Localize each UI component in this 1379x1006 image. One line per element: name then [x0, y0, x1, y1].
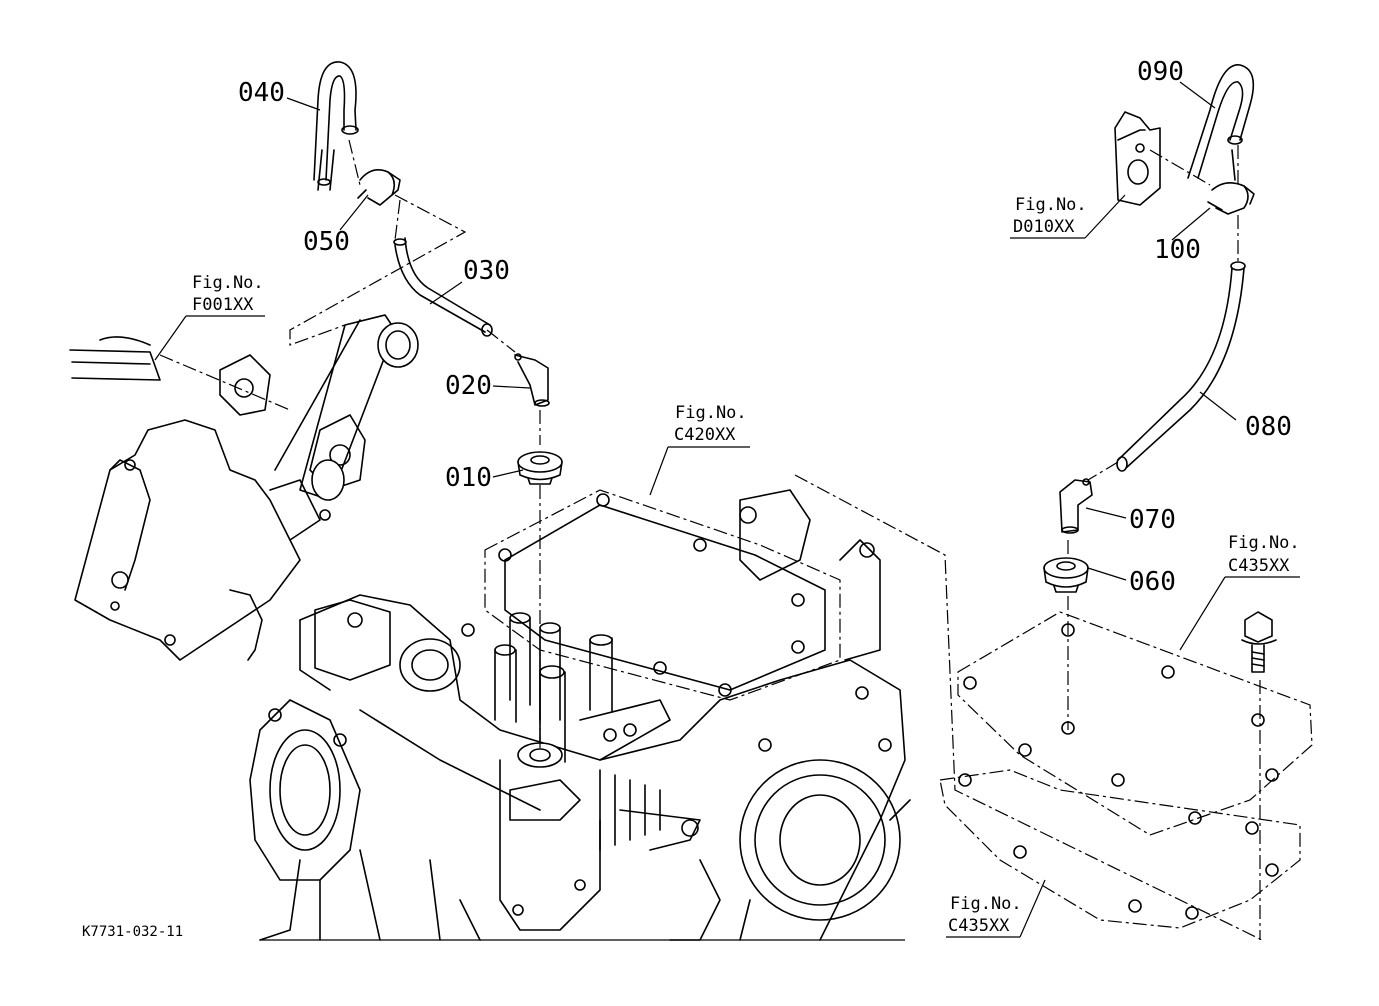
- part-label-020: 020: [445, 371, 492, 401]
- figure-ref-code: C435XX: [1228, 556, 1290, 576]
- diagram-code: K7731-032-11: [82, 924, 183, 940]
- part-label-010: 010: [445, 463, 492, 493]
- part-label-100: 100: [1154, 235, 1201, 265]
- part-label-040: 040: [238, 78, 285, 108]
- figure-ref-c435xx-bottom[interactable]: Fig.No. C435XX: [948, 894, 1022, 936]
- figure-ref-f001xx[interactable]: Fig.No. F001XX: [192, 273, 264, 315]
- leader-lines: [154, 81, 1300, 938]
- part-label-060: 060: [1129, 567, 1176, 597]
- part-label-070: 070: [1129, 505, 1176, 535]
- left-breather-parts: [159, 61, 563, 748]
- figure-ref-title: Fig.No.: [1228, 533, 1300, 553]
- part-label-080: 080: [1245, 412, 1292, 442]
- part-label-090: 090: [1137, 57, 1184, 87]
- transmission-housing: [249, 489, 911, 941]
- part-label-030: 030: [463, 256, 510, 286]
- right-breather-parts: [794, 64, 1313, 941]
- figure-ref-d010xx[interactable]: Fig.No. D010XX: [1013, 195, 1087, 237]
- figure-ref-code: C435XX: [948, 916, 1010, 936]
- figure-ref-code: D010XX: [1013, 217, 1075, 237]
- figure-ref-title: Fig.No.: [675, 403, 747, 423]
- figure-ref-title: Fig.No.: [950, 894, 1022, 914]
- figure-ref-title: Fig.No.: [192, 273, 264, 293]
- figure-ref-code: F001XX: [192, 295, 254, 315]
- linkage-bracket-assembly: [69, 314, 419, 661]
- figure-ref-code: C420XX: [674, 425, 736, 445]
- figure-ref-title: Fig.No.: [1015, 195, 1087, 215]
- part-label-050: 050: [303, 227, 350, 257]
- figure-ref-c435xx-top[interactable]: Fig.No. C435XX: [1228, 533, 1300, 576]
- figure-ref-c420xx[interactable]: Fig.No. C420XX: [674, 403, 747, 445]
